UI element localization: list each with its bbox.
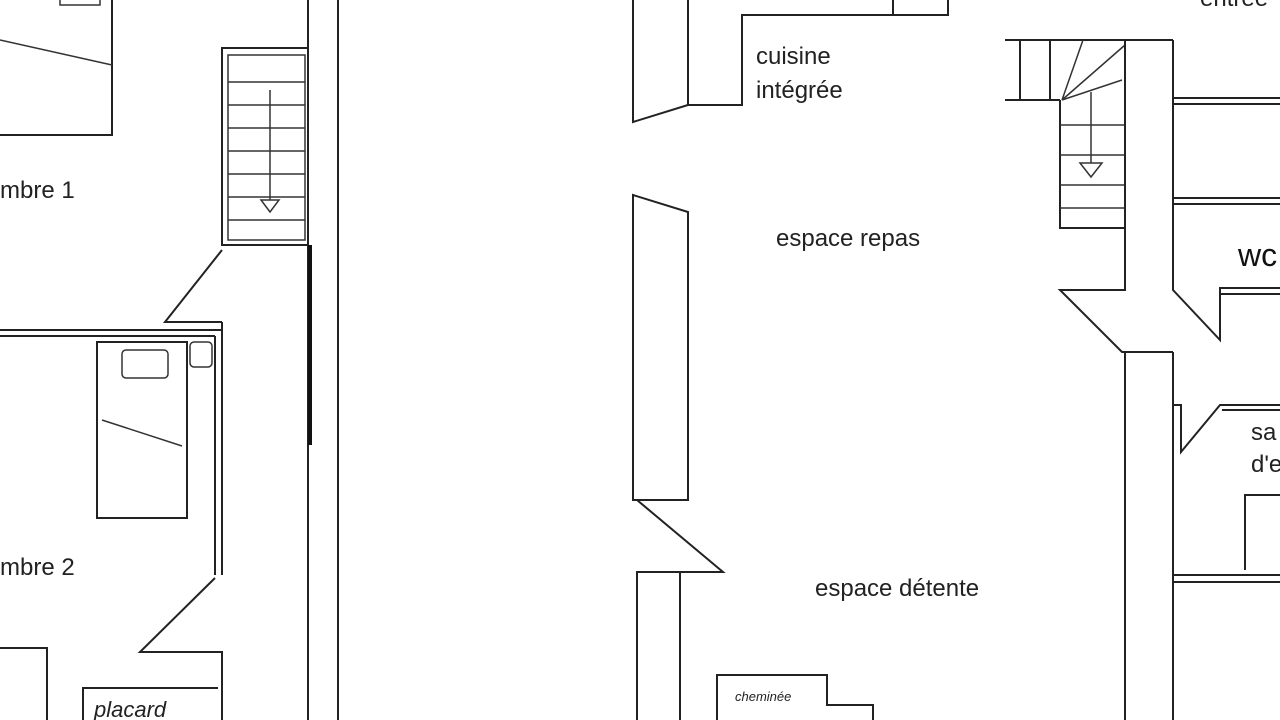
kitchen-walls	[632, 0, 949, 124]
wall	[307, 0, 339, 720]
closet-box	[82, 687, 218, 720]
wall	[1173, 494, 1280, 583]
room-label-closet: placard	[93, 697, 167, 720]
bed-1	[0, 0, 113, 136]
staircase-left	[221, 47, 309, 246]
wall-partition	[632, 193, 689, 501]
door-swing	[1173, 404, 1280, 455]
bed-2	[96, 341, 213, 519]
room-label-bedroom2: mbre 2	[0, 554, 75, 581]
room-label-kitchen-1: cuisine	[756, 43, 831, 70]
staircase-right	[1005, 39, 1173, 229]
room-label-bathroom-1: sa	[1251, 419, 1277, 446]
fireplace	[716, 674, 874, 720]
room-label-wc: wc	[1237, 237, 1277, 273]
room-label-lounge: espace détente	[815, 575, 979, 602]
stair-arrow-icon	[259, 90, 281, 214]
stair-arrow-icon	[1078, 92, 1104, 179]
door-swing	[137, 577, 223, 720]
hall-walls	[1057, 40, 1280, 720]
wall	[0, 322, 223, 575]
room-label-bedroom1: mbre 1	[0, 177, 75, 204]
room-label-fireplace: cheminée	[735, 689, 791, 704]
room-label-bathroom-2: d'e	[1251, 451, 1280, 478]
wall	[1173, 97, 1280, 295]
room-label-entrance: entrée	[1200, 0, 1268, 12]
wall	[0, 647, 48, 720]
door-swing	[162, 249, 223, 323]
door-swing	[636, 499, 726, 720]
room-label-kitchen-2: intégrée	[756, 77, 843, 104]
room-label-dining: espace repas	[776, 225, 920, 252]
